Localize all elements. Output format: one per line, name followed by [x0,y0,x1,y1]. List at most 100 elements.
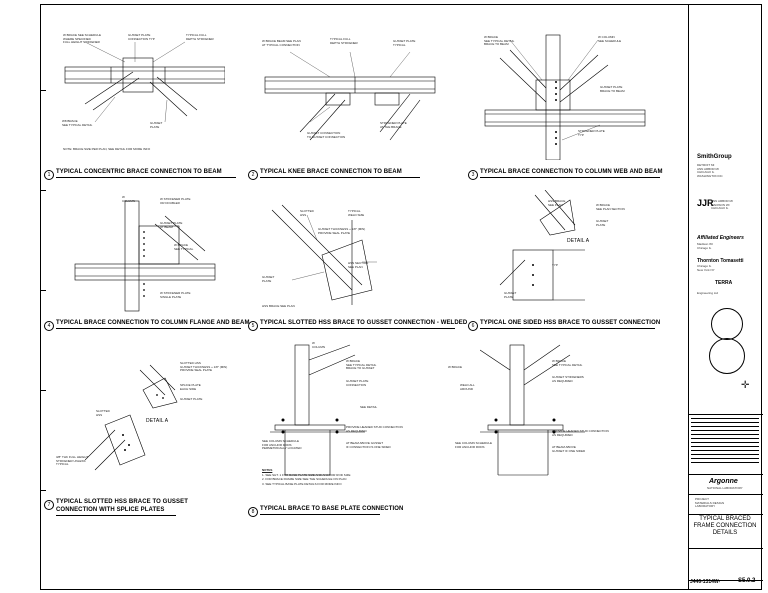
detail-2-bubble: 2 [248,170,258,180]
detail-3-title: TYPICAL BRACE CONNECTION TO COLUMN WEB A… [480,169,663,175]
detail-4-drawing [74,200,216,312]
note-item: 1. SEE SHT. 1 FOR BASE PLATE SIZE AND AN… [262,472,351,477]
detail-5-underline [260,328,455,329]
detail-3-drawing [484,34,646,160]
consultant-logo: TERRA [715,280,733,286]
title-block-divider [689,580,763,581]
grid-tick [40,290,46,291]
detail-8-left-drawing [270,344,365,476]
north-arrow-icon: ✛ [741,380,750,391]
detail-6-title: TYPICAL ONE SIDED HSS BRACE TO GUSSET CO… [480,320,661,326]
detail-5-annotation: GUSSET THICKNESS + 1/8" (MIN)PROVIDE SEA… [318,227,366,235]
detail-1-underline [56,177,236,178]
note-item: 3. SEE TYPICAL BASE PLATE DETAILS FOR MO… [262,481,342,486]
grid-tick [40,90,46,91]
detail-8-annotation: W BRACE [448,365,463,369]
engineer-seal [711,308,743,340]
detail-7-drawing [85,364,178,471]
note-item: 2. FOR BRACE FRAME SIZE SEE THE SCHEDULE… [262,477,347,481]
notes-heading: NOTES [262,468,273,472]
drawing-border [40,4,762,590]
left-margin-strip [0,0,40,593]
detail-8-underline [260,514,380,515]
grid-tick [40,390,46,391]
detail-7-annotation: GUSSET PLATE [180,397,203,401]
detail-8-notes: NOTES 1. SEE SHT. 1 FOR BASE PLATE SIZE … [262,468,350,486]
grid-tick [40,190,46,191]
consultant-address: Engineering Ltd [697,291,719,295]
detail-5-annotation: HSS BRACE SEE PLAN [262,304,295,308]
detail-8-bubble: 8 [248,507,258,517]
detail-3-bubble: 3 [468,170,478,180]
detail-5-bubble: 5 [248,321,258,331]
title-block-divider [689,548,763,549]
sheet-title: TYPICAL BRACED FRAME CONNECTION DETAILS [693,516,757,536]
sheet-number: S5.0.2 [738,578,756,584]
owner-subtitle: NATIONAL LABORATORY [707,486,743,490]
firm-logo-primary: SmithGroup [697,154,732,160]
detail-5-drawing [271,204,377,305]
consultant-logo: Affiliated Engineers [697,235,744,241]
detail-1-footnote: NOTE: BRACE SIZE PER PLAN, SEE DETAIL FO… [63,147,151,151]
detail-6-underline [480,328,655,329]
detail-4-bubble: 4 [44,321,54,331]
detail-2-title: TYPICAL KNEE BRACE CONNECTION TO BEAM [260,169,402,175]
title-block-divider [689,514,763,515]
grid-tick [40,490,46,491]
detail-7-bubble: 7 [44,500,54,510]
detail-7-detail-a-label: DETAIL A [146,418,169,424]
owner-logo: Argonne [709,478,738,485]
consultant-logo: Thornton Tomasetti [697,258,744,264]
detail-3-underline [480,177,660,178]
detail-1-bubble: 1 [44,170,54,180]
detail-6-annotation: TYP [552,263,558,267]
title-block-divider [689,494,763,495]
detail-2-drawing [264,51,436,141]
title-block-divider [689,414,763,415]
detail-6-drawing [499,190,585,301]
detail-2-underline [260,177,420,178]
title-block-divider [689,474,763,475]
firm-logo-secondary: JJR [697,198,714,208]
detail-7-underline [56,515,176,516]
detail-4-underline [56,328,241,329]
detail-4-title: TYPICAL BRACE CONNECTION TO COLUMN FLANG… [56,320,250,326]
